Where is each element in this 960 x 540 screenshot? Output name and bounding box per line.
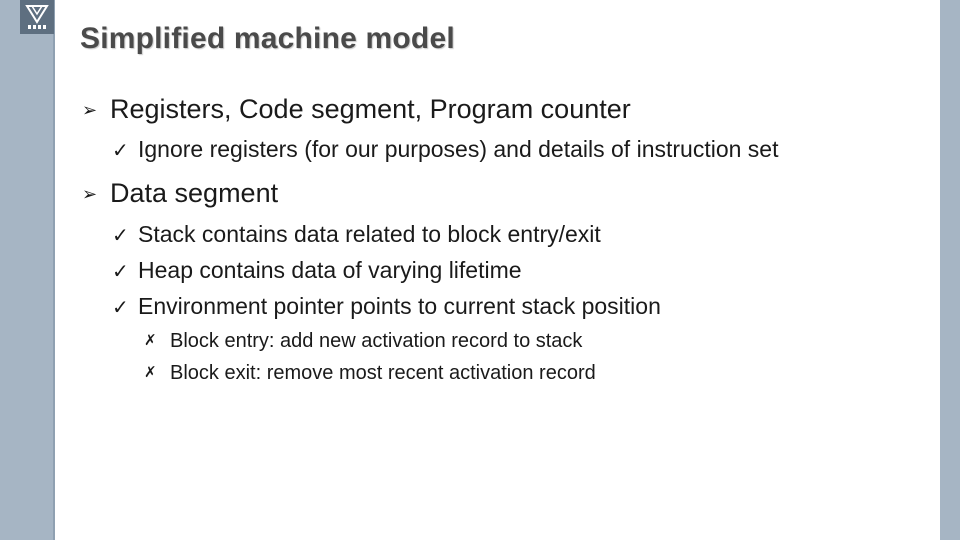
bullet-text: Data segment: [110, 178, 279, 208]
arrow-icon: ➢: [82, 100, 98, 120]
left-side-bar: [0, 0, 55, 540]
bullet-text: Stack contains data related to block ent…: [138, 221, 601, 247]
sub-bullet-environment-pointer: ✓ Environment pointer points to current s…: [112, 293, 661, 320]
checkmark-icon: ✓: [112, 140, 129, 162]
cross-icon: ✗: [144, 332, 157, 349]
checkmark-icon: ✓: [112, 225, 129, 247]
bullet-text: Registers, Code segment, Program counter: [110, 94, 631, 124]
bullet-text: Environment pointer points to current st…: [138, 293, 661, 319]
bullet-text: Ignore registers (for our purposes) and …: [138, 136, 779, 162]
checkmark-icon: ✓: [112, 297, 129, 319]
bullet-text: Block entry: add new activation record t…: [170, 330, 583, 352]
university-logo-icon: [20, 0, 54, 34]
arrow-icon: ➢: [82, 184, 98, 204]
sub-sub-bullet-block-entry: ✗ Block entry: add new activation record …: [144, 330, 582, 353]
sub-sub-bullet-block-exit: ✗ Block exit: remove most recent activati…: [144, 362, 596, 385]
right-side-bar: [940, 0, 960, 540]
checkmark-icon: ✓: [112, 261, 129, 283]
bullet-text: Block exit: remove most recent activatio…: [170, 362, 596, 384]
bullet-registers: ➢ Registers, Code segment, Program counte…: [82, 94, 631, 125]
sub-bullet-heap: ✓ Heap contains data of varying lifetime: [112, 257, 522, 284]
bullet-data-segment: ➢ Data segment: [82, 178, 278, 209]
slide-title: Simplified machine model: [80, 22, 455, 55]
left-side-bar-edge: [53, 0, 55, 540]
bullet-text: Heap contains data of varying lifetime: [138, 257, 522, 283]
sub-bullet-ignore-registers: ✓ Ignore registers (for our purposes) and…: [112, 136, 779, 163]
cross-icon: ✗: [144, 364, 157, 381]
sub-bullet-stack: ✓ Stack contains data related to block en…: [112, 221, 601, 248]
